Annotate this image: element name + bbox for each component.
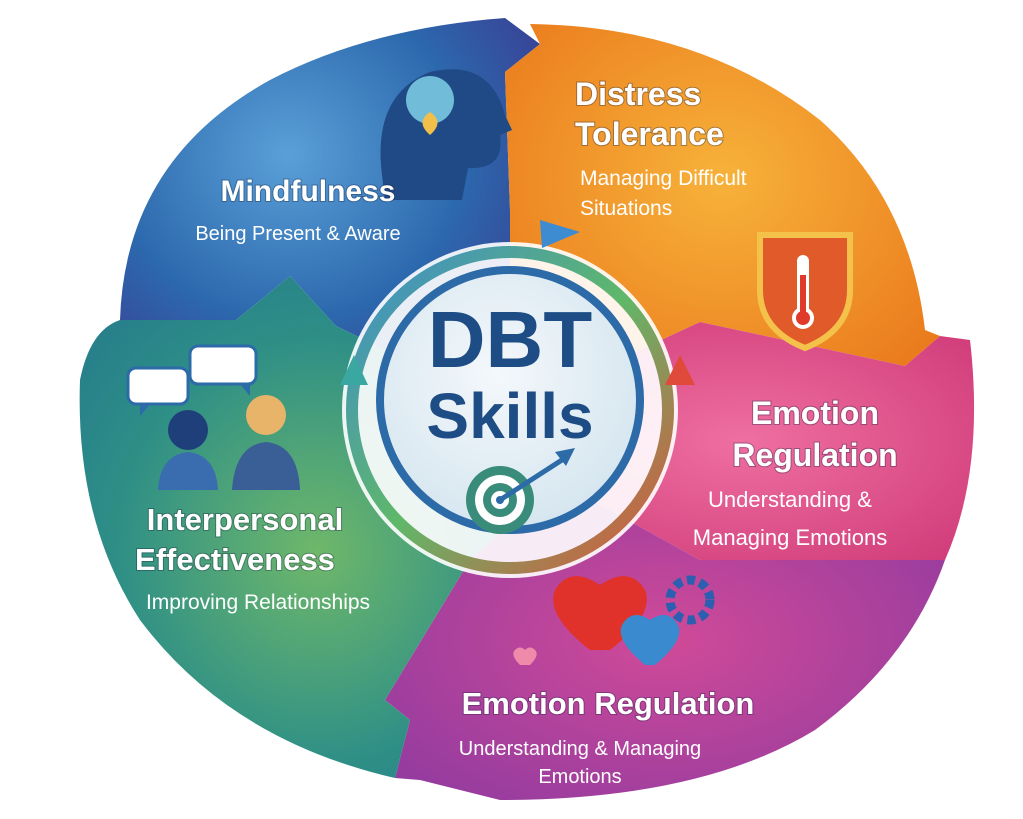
distress-title-line2: Tolerance [575,116,724,152]
interpersonal-subtitle: Improving Relationships [146,591,370,614]
distress-subtitle-line2: Situations [580,197,672,220]
distress-title-line1: Distress [575,76,701,112]
center-title-line1: DBT [428,295,593,384]
emotion-upper-subtitle-line2: Managing Emotions [693,525,887,550]
interpersonal-title-line1: Interpersonal [147,502,343,537]
center-title-line2: Skills [426,380,593,452]
emotion-upper-subtitle-line1: Understanding & [708,487,872,512]
mindfulness-subtitle: Being Present & Aware [195,223,400,245]
mindfulness-title: Mindfulness [220,175,395,208]
emotion-upper-title-line2: Regulation [732,437,897,473]
emotion-upper-title-line1: Emotion [751,395,879,431]
shield-thermometer-icon [760,235,850,348]
emotion-lower-subtitle-line2: Emotions [538,766,621,788]
distress-subtitle-line1: Managing Difficult [580,167,747,190]
emotion-lower-title: Emotion Regulation [462,686,755,721]
emotion-lower-subtitle-line1: Understanding & Managing [459,738,701,760]
interpersonal-title-line2: Effectiveness [135,542,335,577]
